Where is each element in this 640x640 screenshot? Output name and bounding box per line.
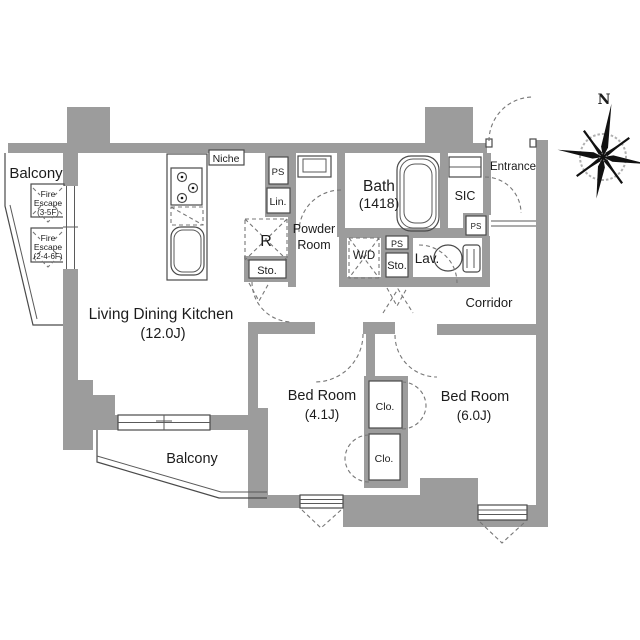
linen-box <box>266 187 291 214</box>
window-bedroom1 <box>299 494 344 529</box>
kitchen-sink <box>170 226 205 276</box>
niche-label: Niche <box>213 153 240 165</box>
washer-dryer-label: W/D <box>353 250 375 262</box>
bath-label: Bath <box>363 178 395 195</box>
balcony-lower-outline <box>96 430 267 499</box>
bedroom2-label: Bed Room <box>441 389 510 405</box>
compass-rose: N <box>557 92 640 199</box>
storage-kitchen-box <box>248 259 287 279</box>
sic-label: SIC <box>455 189 476 203</box>
fire-escape-2-line1: Fire <box>41 233 56 243</box>
kitchen-counter <box>166 153 208 281</box>
ldk-label: Living Dining Kitchen <box>89 306 234 323</box>
bathtub <box>396 155 440 232</box>
fire-escape-1-line2: Escape <box>34 198 63 208</box>
entrance-step-lines <box>491 220 536 227</box>
bath-door-arc <box>298 189 342 233</box>
compass-star-icon <box>557 103 640 199</box>
fire-escape-hatch-1 <box>30 183 65 223</box>
ps-entrance-label: PS <box>471 222 482 231</box>
refrigerator-space <box>244 218 288 261</box>
toilet <box>433 244 481 273</box>
corridor-label: Corridor <box>466 295 514 310</box>
balcony-upper-outline <box>4 153 63 326</box>
ldk-size-label: (12.0J) <box>140 326 185 342</box>
storage-lav-door <box>386 287 408 308</box>
powder-room-label-line2: Room <box>297 238 330 252</box>
fire-escape-2-line3: (2-4-6F) <box>34 252 63 261</box>
stove-burner-icons <box>176 171 199 204</box>
fire-escape-1-line3: (3-5F) <box>37 208 59 217</box>
closet-2 <box>344 433 401 483</box>
balcony-bottom-label: Balcony <box>166 451 218 467</box>
powder-room-label-line1: Powder <box>293 222 335 236</box>
closet-1 <box>368 380 427 430</box>
refrigerator-label: R <box>260 233 272 250</box>
balcony-top-label: Balcony <box>9 165 63 182</box>
washbasin <box>297 155 332 178</box>
entrance-label: Entrance <box>490 161 536 173</box>
ps-kitchen-label: PS <box>272 167 285 178</box>
ldk-door-arc <box>251 281 293 323</box>
bath-size-label: (1418) <box>359 195 399 211</box>
storage-lav-box <box>385 252 409 278</box>
bedroom1-size-label: (4.1J) <box>305 407 340 422</box>
closet-1-label: Clo. <box>376 401 395 413</box>
bedroom1-door-arc <box>314 333 364 383</box>
bedroom2-size-label: (6.0J) <box>457 408 492 423</box>
closet-2-label: Clo. <box>375 453 394 465</box>
niche-box <box>208 149 245 166</box>
linen-label: Lin. <box>270 196 287 208</box>
window-ldk-left <box>63 186 78 269</box>
fire-escape-1-line1: Fire <box>41 189 56 199</box>
sic-door-arc <box>484 176 522 214</box>
bedroom1-label: Bed Room <box>288 388 357 404</box>
compass-north-label: N <box>598 92 611 108</box>
washer-dryer-space <box>348 237 380 279</box>
ps-lav-label: PS <box>391 239 403 249</box>
fire-escape-2-line2: Escape <box>34 242 63 252</box>
bedroom2-door-arc <box>394 334 438 378</box>
window-bedroom2 <box>477 504 528 544</box>
ps-kitchen-box <box>268 156 289 185</box>
storage-kitchen-label: Sto. <box>257 265 277 277</box>
storage-lav-label: Sto. <box>387 260 407 272</box>
entrance-door <box>485 96 537 148</box>
corridor-door-fold <box>382 287 414 314</box>
lav-door-arc <box>418 244 458 284</box>
ps-entrance-box <box>465 215 487 236</box>
ps-lav-box <box>385 235 409 250</box>
lav-label: Lav. <box>415 251 440 266</box>
window-ldk-balcony <box>117 414 211 431</box>
label-layer: Balcony Fire Escape (3-5F) Fire Escape (… <box>9 153 536 467</box>
sic-shelf <box>448 156 482 178</box>
